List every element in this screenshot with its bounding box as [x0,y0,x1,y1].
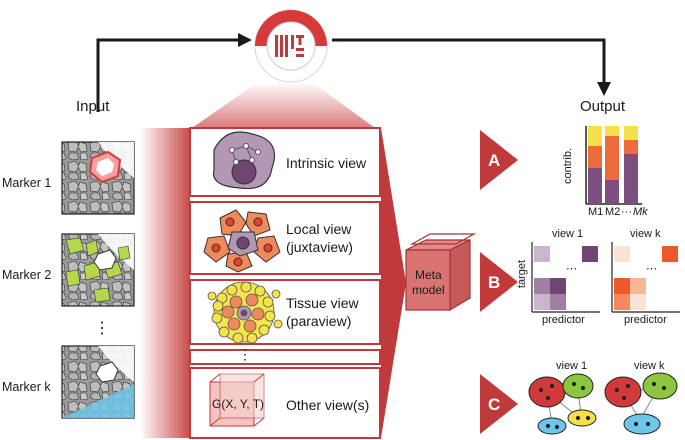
view-box-ellipsis [189,349,381,365]
bar-1-seg-1 [605,136,619,180]
arrow-A [480,130,518,190]
output-c-title-1: view 1 [556,360,588,372]
bar-0-seg-1 [588,146,602,168]
output-flow-arrow [332,38,611,96]
output-b-xlabel-1: predictor [542,314,585,326]
input-label: Input [76,98,110,115]
matrix-k-cell-4 [614,294,630,310]
mistyr-logo [254,9,328,83]
matrix-1-cell-0 [534,246,550,262]
view-tissue-line1: Tissue view [286,295,359,311]
marker-label-k: Marker k [2,380,51,394]
output-a-xtick-m2: M2 [605,206,621,218]
letter-A: A [488,151,501,170]
view-ellipsis: ⋮ [238,346,252,362]
logo-cone [192,82,375,128]
tissue-cluster-icon [207,281,283,344]
output-c-network-k [604,372,678,435]
output-b-ellipsis-k: ⋯ [646,263,657,275]
matrix-k-cell-1 [662,246,678,262]
letter-C: C [488,395,501,414]
marker-image-1 [61,141,135,215]
marker-ellipsis: ⋮ [94,320,110,337]
output-b-ellipsis-1: ⋯ [566,263,577,275]
views-gradient-band [140,128,190,438]
marker-label-2: Marker 2 [2,268,52,282]
other-view-cube-icon [209,373,265,427]
view-other-box-label: G(X, Y, T) [212,397,265,411]
output-a-bars [588,126,638,204]
output-b-ylabel: target [516,259,529,289]
letter-B: B [488,273,501,292]
view-intrinsic-label: Intrinsic view [286,154,366,172]
output-b-axes-k [611,242,680,313]
input-flow-arrow [96,33,252,112]
views-to-meta-arrow [381,128,406,438]
meta-model-line1: Meta [415,268,442,282]
matrix-k-cell-5 [630,294,646,310]
bar-2-seg-2 [624,154,638,204]
view-local-line2: (juxtaview) [286,239,353,255]
marker-image-k [61,345,135,419]
view-other-label: Other view(s) [286,397,370,413]
output-a-xtick-m1: M1 [588,206,604,218]
matrix-1-cell-1 [582,246,598,262]
matrix-1-cell-4 [534,294,550,310]
output-a-xtick-dots: ··· [621,206,632,218]
output-b-title-k: view k [630,228,661,240]
arrow-B [480,252,518,312]
view-intrinsic-line1: Intrinsic view [286,155,367,171]
meta-model-cube [405,233,477,312]
bar-1-seg-2 [605,180,619,204]
output-a-ylabel: contrib. [562,147,575,185]
output-label: Output [580,98,626,115]
bar-1-seg-0 [605,126,619,136]
output-c-network-1 [528,373,597,435]
bar-0-seg-2 [588,168,602,204]
bar-2-seg-0 [624,126,638,140]
view-tissue-label: Tissue view (paraview) [286,294,359,330]
output-b-axes-1 [531,242,600,313]
output-c-title-k: view k [634,360,665,372]
matrix-1-cell-2 [534,278,550,294]
view-tissue-line2: (paraview) [286,313,352,329]
arrow-C [480,374,518,434]
intrinsic-cell-icon [212,131,276,190]
bar-2-seg-1 [624,140,638,154]
output-b-matrices [534,246,678,310]
matrix-k-cell-2 [614,278,630,294]
view-local-line1: Local view [286,221,352,237]
marker-label-1: Marker 1 [2,176,52,190]
local-cluster-icon [203,209,281,273]
output-b-title-1: view 1 [552,228,584,240]
meta-model-label: Meta model [412,268,445,298]
meta-model-line2: model [412,283,445,297]
output-b-xlabel-k: predictor [624,314,667,326]
matrix-k-cell-0 [614,246,630,262]
matrix-1-cell-3 [550,278,566,294]
view-local-label: Local view (juxtaview) [286,220,353,256]
matrix-k-cell-3 [630,278,646,294]
matrix-1-cell-5 [550,294,566,310]
marker-image-2 [61,233,135,307]
output-a-xtick-mk: Mk [633,206,648,218]
bar-0-seg-0 [588,126,602,146]
